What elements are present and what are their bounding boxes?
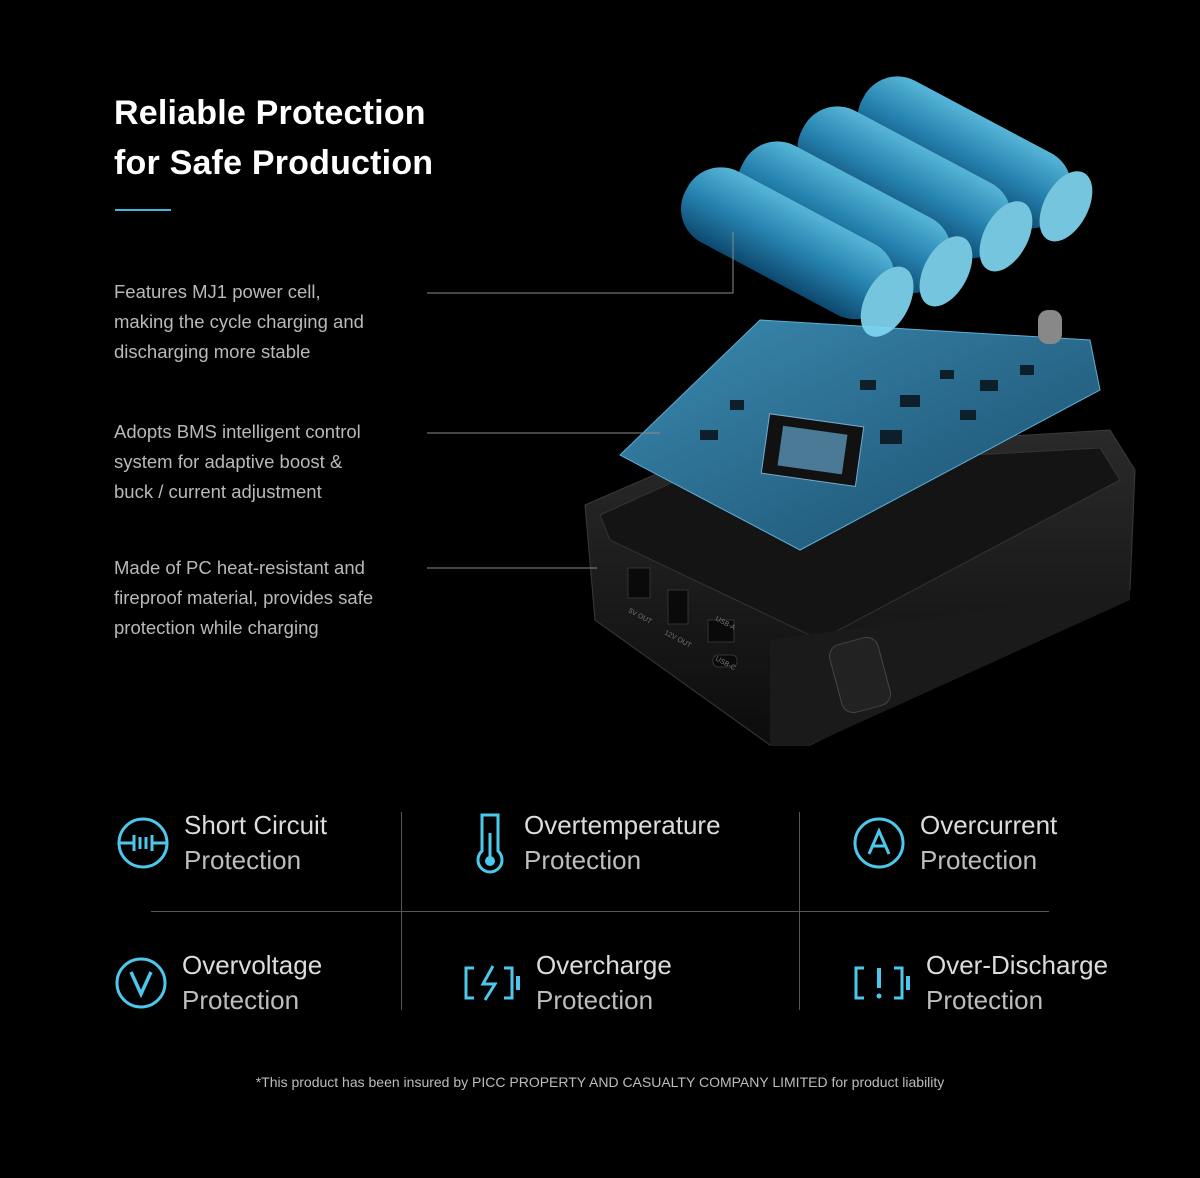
protection-title: Overvoltage — [182, 950, 323, 980]
feature-text: Made of PC heat-resistant and — [114, 557, 365, 578]
protection-title: Short Circuit — [184, 810, 328, 840]
battery-warning-icon — [854, 966, 910, 1000]
feature-material: Made of PC heat-resistant and fireproof … — [114, 553, 424, 643]
protection-subtitle: Protection — [524, 845, 642, 875]
accent-divider — [115, 209, 171, 211]
protection-title: Overtemperature — [524, 810, 721, 840]
protection-subtitle: Protection — [536, 985, 654, 1015]
feature-text: protection while charging — [114, 617, 319, 638]
title-line-1: Reliable Protection — [114, 94, 426, 132]
protection-title: Overcharge — [536, 950, 672, 980]
thermometer-icon — [476, 813, 504, 874]
feature-text: buck / current adjustment — [114, 481, 322, 502]
feature-text: discharging more stable — [114, 341, 311, 362]
short-circuit-icon — [117, 817, 169, 869]
product-exploded-illustration: 5V OUT 12V OUT USB-A USB-C — [427, 76, 1136, 746]
protection-subtitle: Protection — [182, 985, 300, 1015]
capacitor — [1038, 310, 1062, 344]
grid-divider — [151, 911, 1049, 912]
feature-power-cell: Features MJ1 power cell, making the cycl… — [114, 277, 424, 367]
port-12v — [667, 589, 689, 625]
protection-title: Overcurrent — [920, 810, 1058, 840]
battery-cells — [681, 76, 1093, 337]
ampere-icon — [853, 817, 905, 869]
protection-subtitle: Protection — [926, 985, 1044, 1015]
feature-bms: Adopts BMS intelligent control system fo… — [114, 417, 424, 507]
callout-lines — [427, 232, 734, 569]
page-title: Reliable Protection for Safe Production — [114, 88, 433, 188]
feature-text: system for adaptive boost & — [114, 451, 343, 472]
power-button — [828, 636, 892, 714]
protection-subtitle: Protection — [184, 845, 302, 875]
port-usb-c — [712, 654, 738, 668]
protection-subtitle: Protection — [920, 845, 1038, 875]
pcb-board — [619, 310, 1101, 551]
battery-charge-icon — [464, 965, 520, 1001]
port-5v — [627, 567, 651, 599]
feature-text: Features MJ1 power cell, — [114, 281, 321, 302]
port-usb-a — [707, 619, 735, 643]
voltage-icon — [115, 957, 167, 1009]
insurance-footnote: *This product has been insured by PICC P… — [255, 1074, 945, 1090]
protection-title: Over-Discharge — [926, 950, 1109, 980]
feature-text: Adopts BMS intelligent control — [114, 421, 361, 442]
feature-text: making the cycle charging and — [114, 311, 364, 332]
title-line-2: for Safe Production — [114, 144, 434, 182]
feature-text: fireproof material, provides safe — [114, 587, 374, 608]
